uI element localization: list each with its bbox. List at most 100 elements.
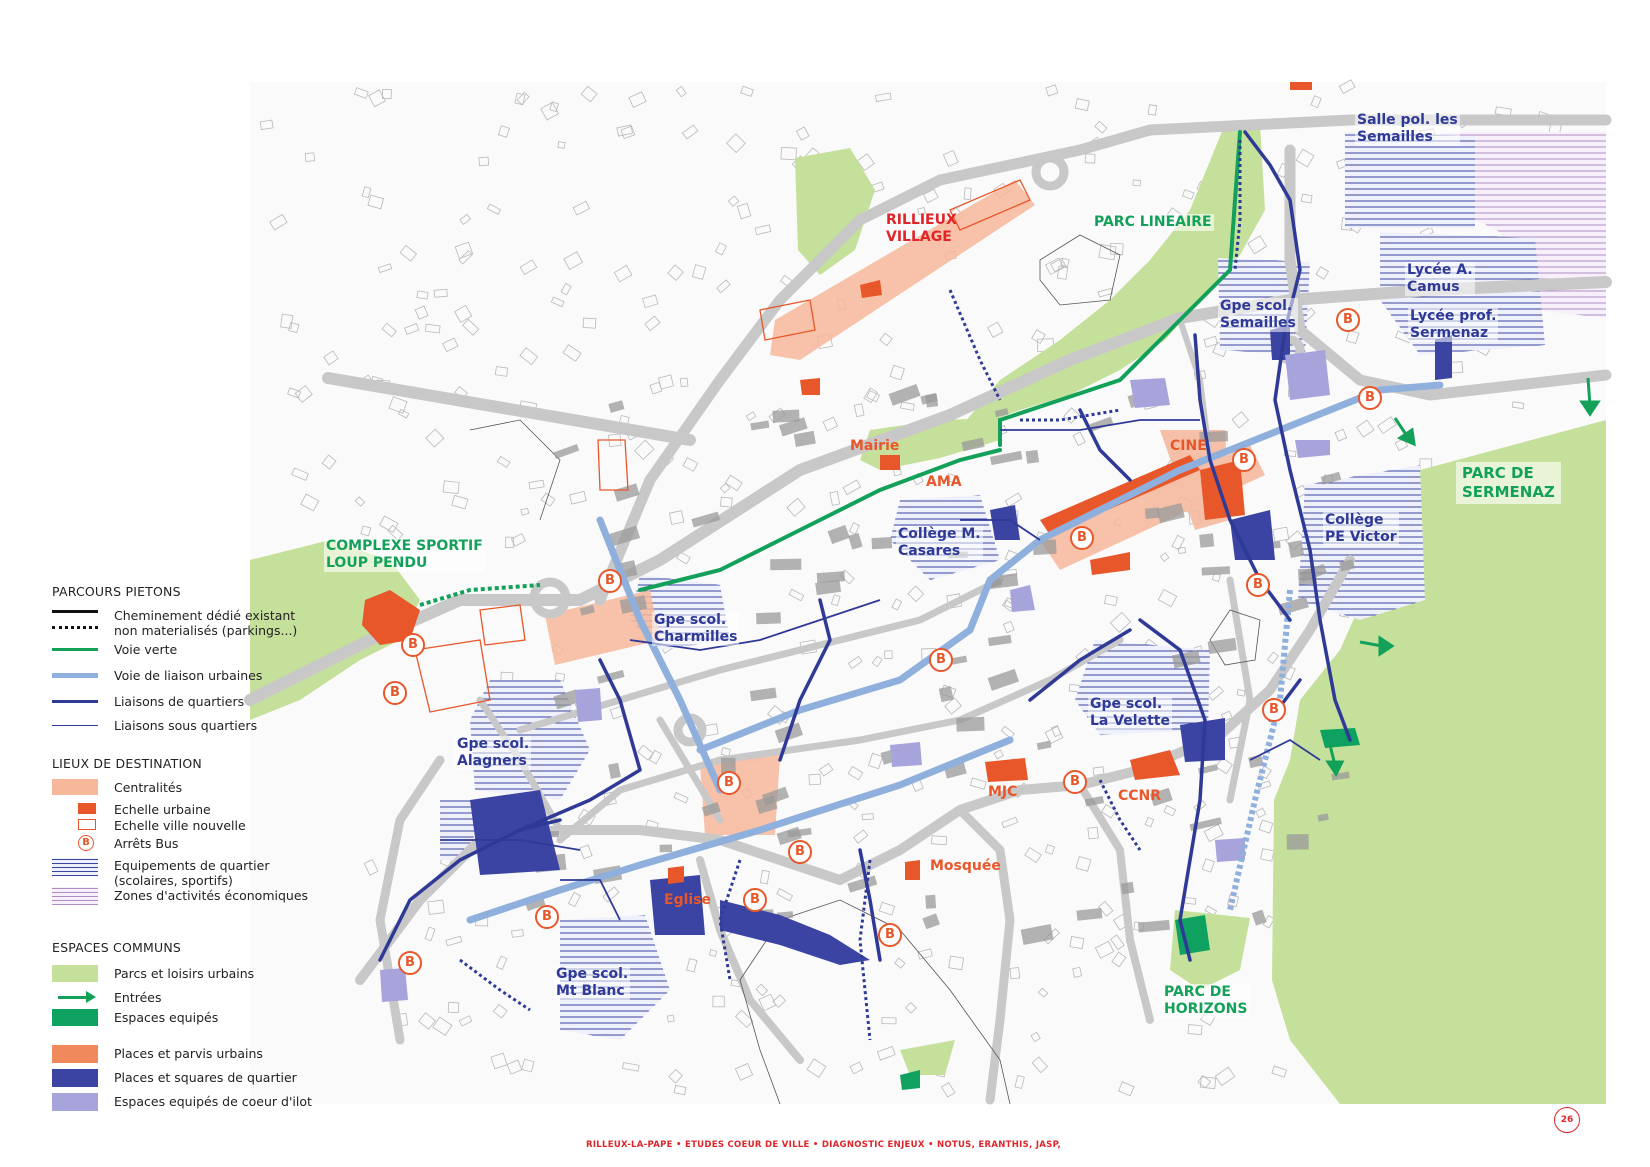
legend-title-espaces: ESPACES COMMUNS [52,940,182,955]
core-equipped [380,350,1330,1002]
building-outline [1315,266,1330,280]
building-outline [1197,1075,1212,1089]
building-block [815,579,842,596]
building-outline [1072,966,1083,978]
building-outline [686,958,698,973]
urban-places [362,82,1312,884]
building-outline [1045,257,1065,276]
building-outline [560,282,572,296]
building-outline [291,467,309,481]
building-block [987,634,1012,647]
building-block [613,483,640,502]
building-outline [716,279,731,294]
building-outline [675,85,687,98]
building-block [750,420,770,431]
building-outline [304,152,315,162]
building-outline [377,263,393,274]
building-outline [1109,611,1132,633]
building-outline [381,88,392,100]
building-block [871,537,893,550]
bus-stop-icon: B [401,633,425,657]
building-outline [490,1052,508,1070]
legend-label-line: Liaisons sous quartiers [114,718,258,733]
building-block [553,444,580,459]
bus-stop-icon: B [398,951,422,975]
liaisons-sous-quartiers [440,419,1321,921]
building-outline [367,194,385,210]
building-outline [1220,710,1233,722]
building-block [778,417,808,437]
voie-verte [638,130,1242,592]
building-outline [648,749,662,765]
legend-label-line: Voie de liaison urbaines [114,668,263,683]
building-block [1317,813,1329,822]
legend-swatch-espaces-equipes [52,1009,98,1026]
legend-label-line: Equipements de quartier [114,858,270,873]
building-outline [1214,1066,1236,1087]
building-outline [1345,329,1360,344]
building-outline [1300,193,1313,204]
building-outline [557,141,566,149]
building-block [770,558,802,571]
building-outline [658,374,675,390]
building-outline [582,317,597,329]
building-outline [727,195,740,207]
footer-credit: RILLEUX-LA-PAPE • ETUDES COEUR DE VILLE … [586,1140,1062,1150]
building-outline [894,957,906,969]
building-outline [549,101,559,113]
legend-item-label: Equipements de quartier(scolaires, sport… [114,858,270,888]
building-outline [1181,189,1195,200]
building-outline [642,294,659,309]
legend-swatch-liaison-urbaine [52,673,98,678]
building-outline [495,955,508,970]
bus-stop-icon: B [788,840,812,864]
building-outline [679,377,689,388]
building-outline [808,773,822,786]
building-outline [754,224,772,236]
building-outline [1310,95,1322,109]
building-outline [1075,856,1092,872]
building-outline [1103,594,1118,607]
building-block [1339,559,1355,572]
building-outline [498,125,510,138]
village-park [795,148,875,275]
building-block [1137,919,1170,933]
building-outline [788,588,805,602]
building-outline [940,1081,956,1098]
building-outline [451,494,469,510]
building-outline [620,125,636,140]
building-outline [881,1017,897,1025]
building-outline [708,949,718,957]
building-outline [454,241,474,260]
building-block [827,524,850,545]
label-ccnr: CCNR [1118,788,1162,804]
building-block [1189,817,1222,832]
building-outline [942,150,959,167]
building-outline [945,473,960,485]
legend-swatch-echelle-ville-nouvelle [78,819,96,830]
building-block [720,757,736,773]
building-outline [1199,1076,1217,1090]
label-parc-lineaire: PARC LINEAIRE [1092,214,1214,231]
activity-zones [1440,132,1606,318]
building-outline [1394,438,1409,452]
building-outline [917,207,926,216]
building-outline [931,835,948,846]
building-outline [1204,905,1218,917]
legend-item: Equipements de quartier(scolaires, sport… [52,856,362,888]
bus-stop-icon: B [383,681,407,705]
building-outline [917,948,933,960]
building-block [1199,533,1215,548]
building-outline [1060,257,1070,268]
building-block [608,400,625,413]
building-outline [521,1058,535,1073]
legend-item: Places et parvis urbains [52,1044,362,1064]
bus-stop-icon: B [929,648,953,672]
legend-item-label: Voie verte [114,642,177,657]
quarter-squares [470,325,1452,965]
building-outline [667,264,684,281]
building-outline [1266,651,1279,665]
label-gpe-mtblanc: Gpe scol.Mt Blanc [554,966,631,1000]
